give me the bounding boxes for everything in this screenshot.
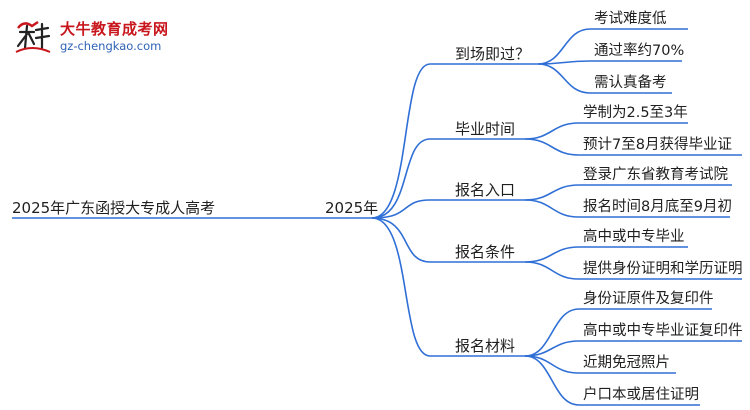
branch-connector-0: [371, 63, 431, 219]
branch-registration-conditions: 报名条件: [455, 243, 516, 261]
branch-registration-entry: 报名入口: [455, 181, 516, 199]
leaf-item: 学制为2.5至3年: [583, 105, 688, 121]
logo-title: 大牛教育成考网: [60, 20, 169, 38]
branch-connector-1: [371, 138, 431, 219]
logo-icon: [15, 20, 51, 53]
leaf-item: 登录广东省教育考试院: [583, 167, 728, 183]
branch-connector-4: [371, 217, 431, 357]
branch-exam-difficulty: 到场即过？: [455, 45, 531, 63]
leaf-connector-0-2: [537, 63, 591, 94]
leaf-connector-3-1: [524, 261, 580, 280]
mindmap-root-node: 2025年广东函授大专成人高考: [12, 199, 216, 217]
leaf-item: 通过率约70%: [594, 43, 685, 59]
branch-graduation-time: 毕业时间: [455, 120, 516, 138]
leaf-item: 近期免冠照片: [583, 355, 670, 371]
leaf-connector-4-0: [524, 308, 580, 357]
leaf-connector-4-3: [524, 355, 580, 406]
leaf-item: 高中或中专毕业: [583, 229, 685, 245]
leaf-item: 需认真备考: [594, 75, 667, 91]
leaf-connector-4-1: [524, 340, 580, 357]
site-logo[interactable]: 大牛教育成考网 gz-chengkao.com: [8, 14, 208, 58]
leaf-connector-1-1: [524, 138, 580, 156]
leaf-connector-0-0: [537, 28, 591, 65]
branch-connector-3: [371, 217, 431, 263]
leaf-item: 高中或中专毕业证复印件: [583, 323, 743, 339]
leaf-item: 提供身份证明和学历证明: [583, 261, 743, 277]
leaf-item: 身份证原件及复印件: [583, 291, 714, 307]
mindmap-year-node: 2025年: [325, 199, 379, 217]
branch-registration-materials: 报名材料: [455, 337, 516, 355]
leaf-connector-1-0: [524, 122, 580, 140]
leaf-connector-2-0: [524, 184, 580, 201]
leaf-item: 报名时间8月底至9月初: [583, 199, 732, 215]
leaf-item: 考试难度低: [594, 11, 667, 27]
leaf-connector-3-0: [524, 246, 580, 263]
logo-url: gz-chengkao.com: [60, 39, 162, 53]
branch-connector-2: [371, 199, 431, 219]
leaf-connector-2-1: [524, 199, 580, 218]
leaf-item: 户口本或居住证明: [583, 387, 699, 403]
leaf-item: 预计7至8月获得毕业证: [583, 137, 732, 153]
